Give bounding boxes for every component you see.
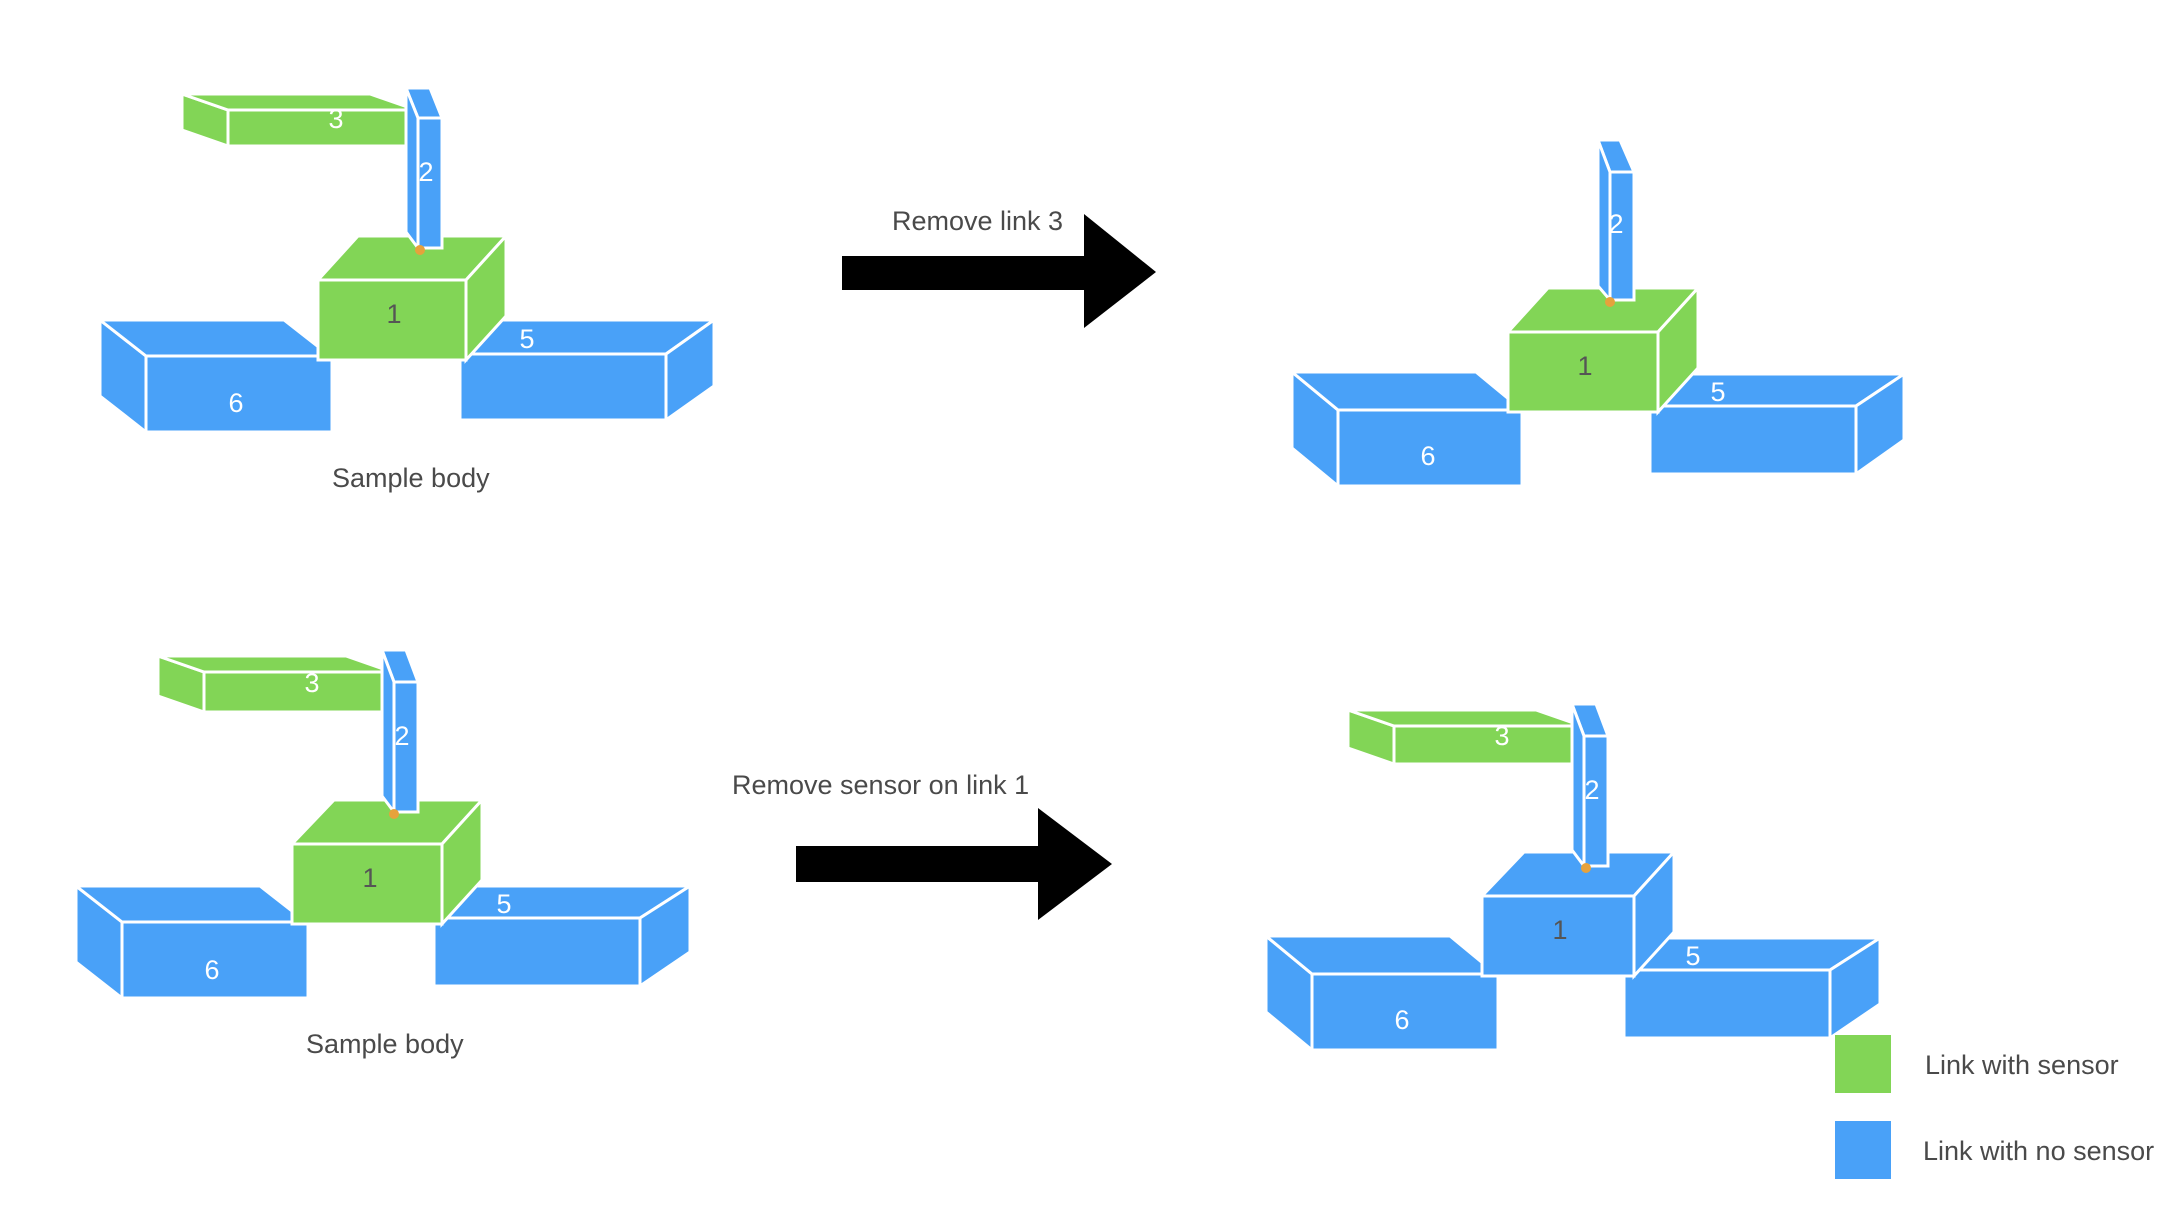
legend-swatch-no-sensor [1835,1121,1891,1179]
legend: Link with sensor Link with no sensor [1835,1035,2154,1179]
link-6-label: 6 [1394,1005,1409,1035]
link-1-label: 1 [1577,351,1592,381]
link-6: 6 [71,882,311,1002]
link-2-label: 2 [394,721,409,751]
link-1-label: 1 [386,299,401,329]
body-bottom-left: 6 5 1 3 2 [71,648,696,1002]
link-6: 6 [1261,932,1501,1054]
link-6-label: 6 [228,388,243,418]
link-6-label: 6 [204,955,219,985]
link-5-label: 5 [1685,941,1700,971]
legend-label-sensor: Link with sensor [1925,1050,2119,1080]
link-5: 5 [1622,935,1886,1041]
link-1: 1 [1478,848,1678,980]
link-3-label: 3 [304,668,319,698]
caption-sample-body-bottom: Sample body [306,1029,464,1059]
link-6: 6 [95,316,335,436]
link-1: 1 [314,232,511,364]
link-1-label: 1 [1552,915,1567,945]
link-3-label: 3 [328,104,343,134]
link-2-label: 2 [1584,775,1599,805]
legend-swatch-sensor [1835,1035,1891,1093]
link-2: 2 [1595,138,1637,305]
body-top-left: 6 5 1 3 2 [95,86,719,436]
joint-dot [389,809,399,819]
body-bottom-right: 6 5 1 3 2 [1261,702,1886,1054]
link-5-label: 5 [519,324,534,354]
joint-dot [415,245,425,255]
link-2: 2 [379,648,421,817]
link-2: 2 [403,86,445,253]
link-3: 3 [156,653,394,715]
link-5-label: 5 [496,889,511,919]
link-5-label: 5 [1710,377,1725,407]
link-1: 1 [1504,284,1702,416]
caption-arrow-bottom: Remove sensor on link 1 [732,770,1029,800]
link-3-label: 3 [1494,721,1509,751]
arrow-top [842,214,1156,328]
link-6-label: 6 [1420,441,1435,471]
arrow-bottom [796,808,1112,920]
joint-dot [1581,863,1591,873]
link-3: 3 [180,91,418,149]
link-5: 5 [1648,371,1909,477]
link-2-label: 2 [418,157,433,187]
link-1: 1 [288,796,486,928]
link-6: 6 [1287,368,1527,490]
link-2-label: 2 [1608,209,1623,239]
link-5: 5 [432,883,696,989]
link-1-label: 1 [362,863,377,893]
link-3: 3 [1346,707,1584,767]
link-5: 5 [458,317,719,423]
caption-arrow-top: Remove link 3 [892,206,1063,236]
link-2: 2 [1569,702,1611,871]
body-top-right: 6 5 1 2 [1287,138,1909,490]
legend-label-no-sensor: Link with no sensor [1923,1136,2154,1166]
joint-dot [1605,297,1615,307]
caption-sample-body-top: Sample body [332,463,490,493]
